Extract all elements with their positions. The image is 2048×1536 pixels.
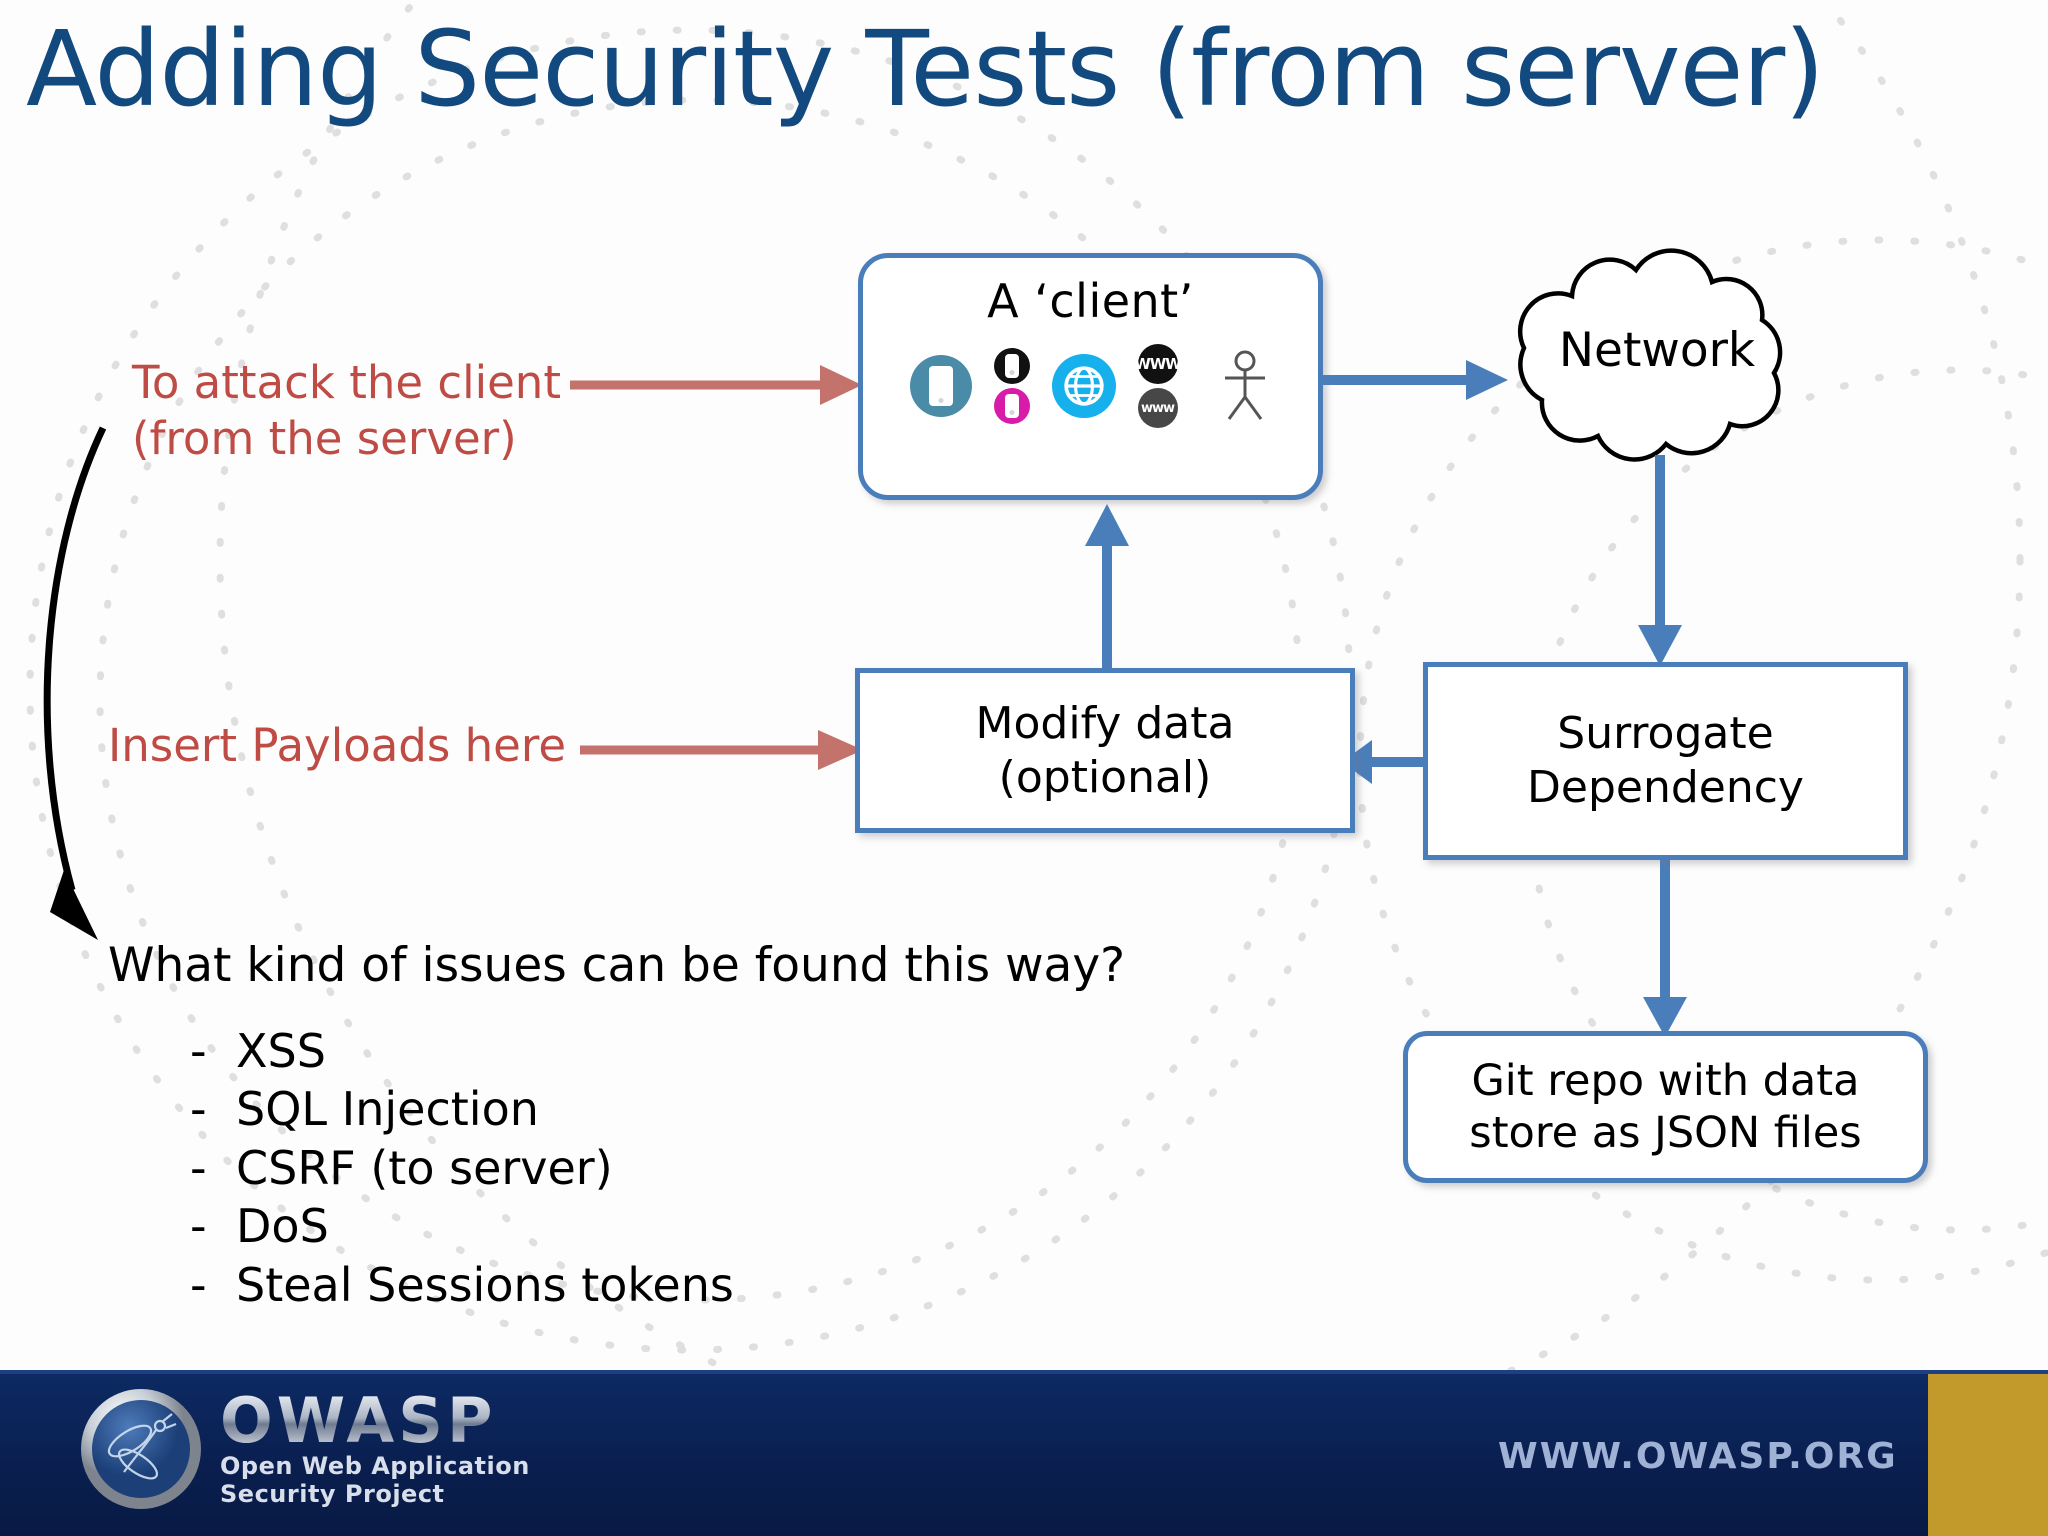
network-cloud-label: Network (1558, 323, 1756, 378)
issue-list: - XSS - SQL Injection - CSRF (to server)… (190, 1022, 734, 1314)
owasp-tagline-line-2: Security Project (220, 1480, 445, 1508)
bullet-dash: - (190, 1140, 207, 1195)
bullet-dash: - (190, 1024, 207, 1078)
list-item-label: Steal Sessions tokens (236, 1257, 734, 1312)
modify-to-client-arrow (1085, 504, 1129, 672)
smartphone-stack (993, 348, 1030, 424)
git-repo-line-2: store as JSON files (1469, 1108, 1862, 1158)
bullet-dash: - (190, 1082, 207, 1137)
curved-callout-arrow (43, 426, 107, 940)
client-box[interactable]: A ‘client’ (858, 253, 1323, 500)
client-to-network-arrow (1322, 360, 1508, 400)
list-item: - DoS (190, 1197, 734, 1255)
surrogate-line-2: Dependency (1527, 762, 1804, 813)
slide-footer: OWASP Open Web Application Security Proj… (0, 1370, 2048, 1536)
surrogate-dependency-box[interactable]: Surrogate Dependency (1423, 662, 1908, 860)
list-item-label: XSS (236, 1024, 326, 1078)
www-gray-label: www (1140, 400, 1175, 416)
attack-note: To attack the client (from the server) (132, 355, 561, 468)
list-item-label: SQL Injection (236, 1082, 539, 1137)
list-item: - Steal Sessions tokens (190, 1256, 734, 1314)
smartphone-magenta-icon (993, 388, 1030, 424)
network-to-surrogate-arrow (1638, 455, 1682, 666)
client-box-label: A ‘client’ (987, 274, 1194, 328)
surrogate-to-gitrepo-arrow (1643, 855, 1687, 1037)
git-repo-box[interactable]: Git repo with data store as JSON files (1403, 1031, 1928, 1183)
smartphone-black-icon (993, 348, 1030, 384)
owasp-brand-text: OWASP (220, 1389, 530, 1452)
modify-data-line-1: Modify data (975, 697, 1235, 749)
list-item: - CSRF (to server) (190, 1139, 734, 1197)
owasp-url-text[interactable]: WWW.OWASP.ORG (1498, 1436, 1898, 1477)
surrogate-line-1: Surrogate (1557, 708, 1774, 760)
git-repo-line-1: Git repo with data (1471, 1055, 1860, 1106)
www-stack: WWW www (1134, 344, 1182, 428)
payload-note: Insert Payloads here (108, 719, 567, 772)
globe-cyan-icon (1051, 354, 1116, 418)
footer-accent-block (1928, 1374, 2048, 1536)
stick-figure-user-icon (1224, 350, 1265, 420)
list-item: - XSS (190, 1022, 734, 1080)
network-cloud[interactable]: Network (1498, 238, 1816, 463)
footer-top-divider (0, 1370, 2048, 1374)
bullet-dash: - (190, 1199, 207, 1254)
www-black-icon: WWW (1134, 344, 1182, 384)
list-item-label: DoS (236, 1199, 329, 1254)
modify-data-box[interactable]: Modify data (optional) (855, 668, 1355, 833)
list-item-label: CSRF (to server) (236, 1140, 613, 1195)
www-gray-icon: www (1137, 388, 1178, 428)
owasp-tagline-line-1: Open Web Application (220, 1451, 530, 1480)
owasp-logo[interactable]: OWASP Open Web Application Security Proj… (78, 1386, 530, 1512)
payload-note-arrow (580, 730, 863, 770)
bullet-dash: - (190, 1257, 207, 1312)
question-text: What kind of issues can be found this wa… (108, 938, 1126, 993)
owasp-wordmark: OWASP Open Web Application Security Proj… (220, 1389, 530, 1509)
attack-note-line-1: To attack the client (132, 356, 561, 409)
attack-note-arrow (570, 365, 862, 405)
www-black-label: WWW (1134, 355, 1182, 373)
modify-data-line-2: (optional) (998, 751, 1212, 803)
owasp-bug-badge-icon (81, 1389, 201, 1509)
attack-note-line-2: (from the server) (132, 412, 517, 466)
smartphone-teal-icon (909, 355, 972, 417)
slide-title: Adding Security Tests (from server) (26, 8, 1825, 130)
list-item: - SQL Injection (190, 1080, 734, 1138)
client-icon-row: WWW www (909, 344, 1272, 428)
